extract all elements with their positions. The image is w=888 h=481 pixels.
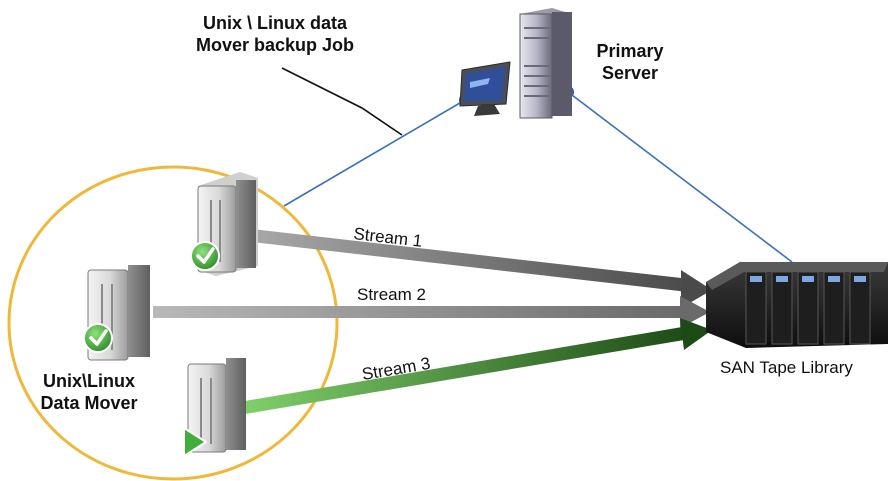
play-icon — [183, 427, 207, 457]
data-mover-line-2: Data Mover — [40, 393, 138, 413]
primary-server-label: Primary Server — [580, 40, 680, 84]
data-mover-group-circle — [7, 165, 339, 481]
monitor-icon — [459, 61, 511, 116]
stream-1-arrow — [252, 229, 712, 308]
check-icon — [190, 241, 220, 271]
annotation-label: Unix \ Linux data Mover backup Job — [160, 12, 390, 56]
tape-library-icon — [706, 262, 888, 348]
primary-server-line-2: Server — [601, 63, 659, 83]
stream-2-arrow — [153, 296, 710, 328]
stream-3-arrow — [245, 318, 712, 414]
data-mover-server-3 — [187, 358, 246, 453]
data-mover-line-1: Unix\Linux — [42, 371, 135, 391]
annotation-line-2: Mover backup Job — [195, 35, 355, 55]
annotation-pointer-line — [281, 67, 403, 136]
connector-line-mover-to-server — [283, 99, 466, 207]
check-icon — [83, 323, 113, 353]
data-mover-server-2 — [87, 265, 150, 361]
connector-line-server-to-library — [567, 91, 793, 263]
stream-2-label: Stream 2 — [357, 285, 426, 304]
data-mover-label: Unix\Linux Data Mover — [24, 370, 154, 414]
tape-library-label: SAN Tape Library — [720, 358, 853, 377]
server-tower-icon — [519, 8, 572, 119]
annotation-line-1: Unix \ Linux data — [202, 13, 348, 33]
primary-server-line-1: Primary — [596, 41, 664, 61]
